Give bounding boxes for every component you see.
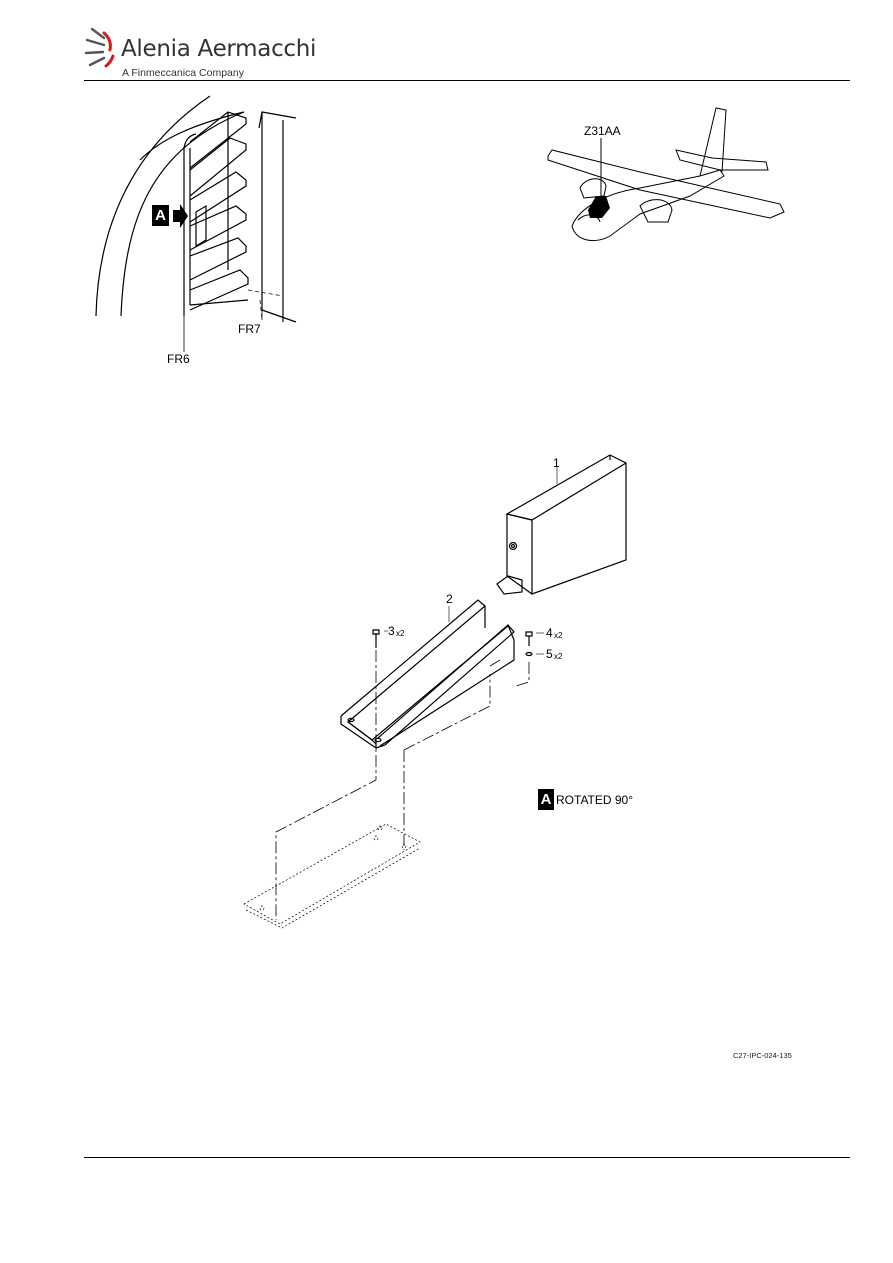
item-number-5: 5 — [546, 647, 553, 661]
view-marker-a-rotated: A — [540, 791, 552, 808]
frame-label-fr6: FR6 — [167, 352, 190, 366]
item-number-2: 2 — [446, 592, 453, 606]
item-number-4: 4 — [546, 626, 553, 640]
zone-label: Z31AA — [584, 124, 621, 138]
figure-id: C27-IPC-024-135 — [733, 1051, 792, 1060]
frame-label-fr7: FR7 — [238, 322, 261, 336]
rotation-note: ROTATED 90° — [556, 793, 634, 807]
item-number-1: 1 — [553, 456, 560, 470]
brand-subtitle: A Finmeccanica Company — [122, 67, 244, 79]
footer-rule — [84, 1157, 850, 1158]
brand-name: Alenia Aermacchi — [121, 36, 317, 62]
item-qty-5: x2 — [554, 652, 563, 661]
header-rule — [84, 80, 850, 81]
view-marker-a: A — [155, 207, 166, 224]
item-qty-4: x2 — [554, 631, 563, 640]
item-number-3: 3 — [388, 624, 395, 638]
item-qty-3: x2 — [396, 629, 405, 638]
